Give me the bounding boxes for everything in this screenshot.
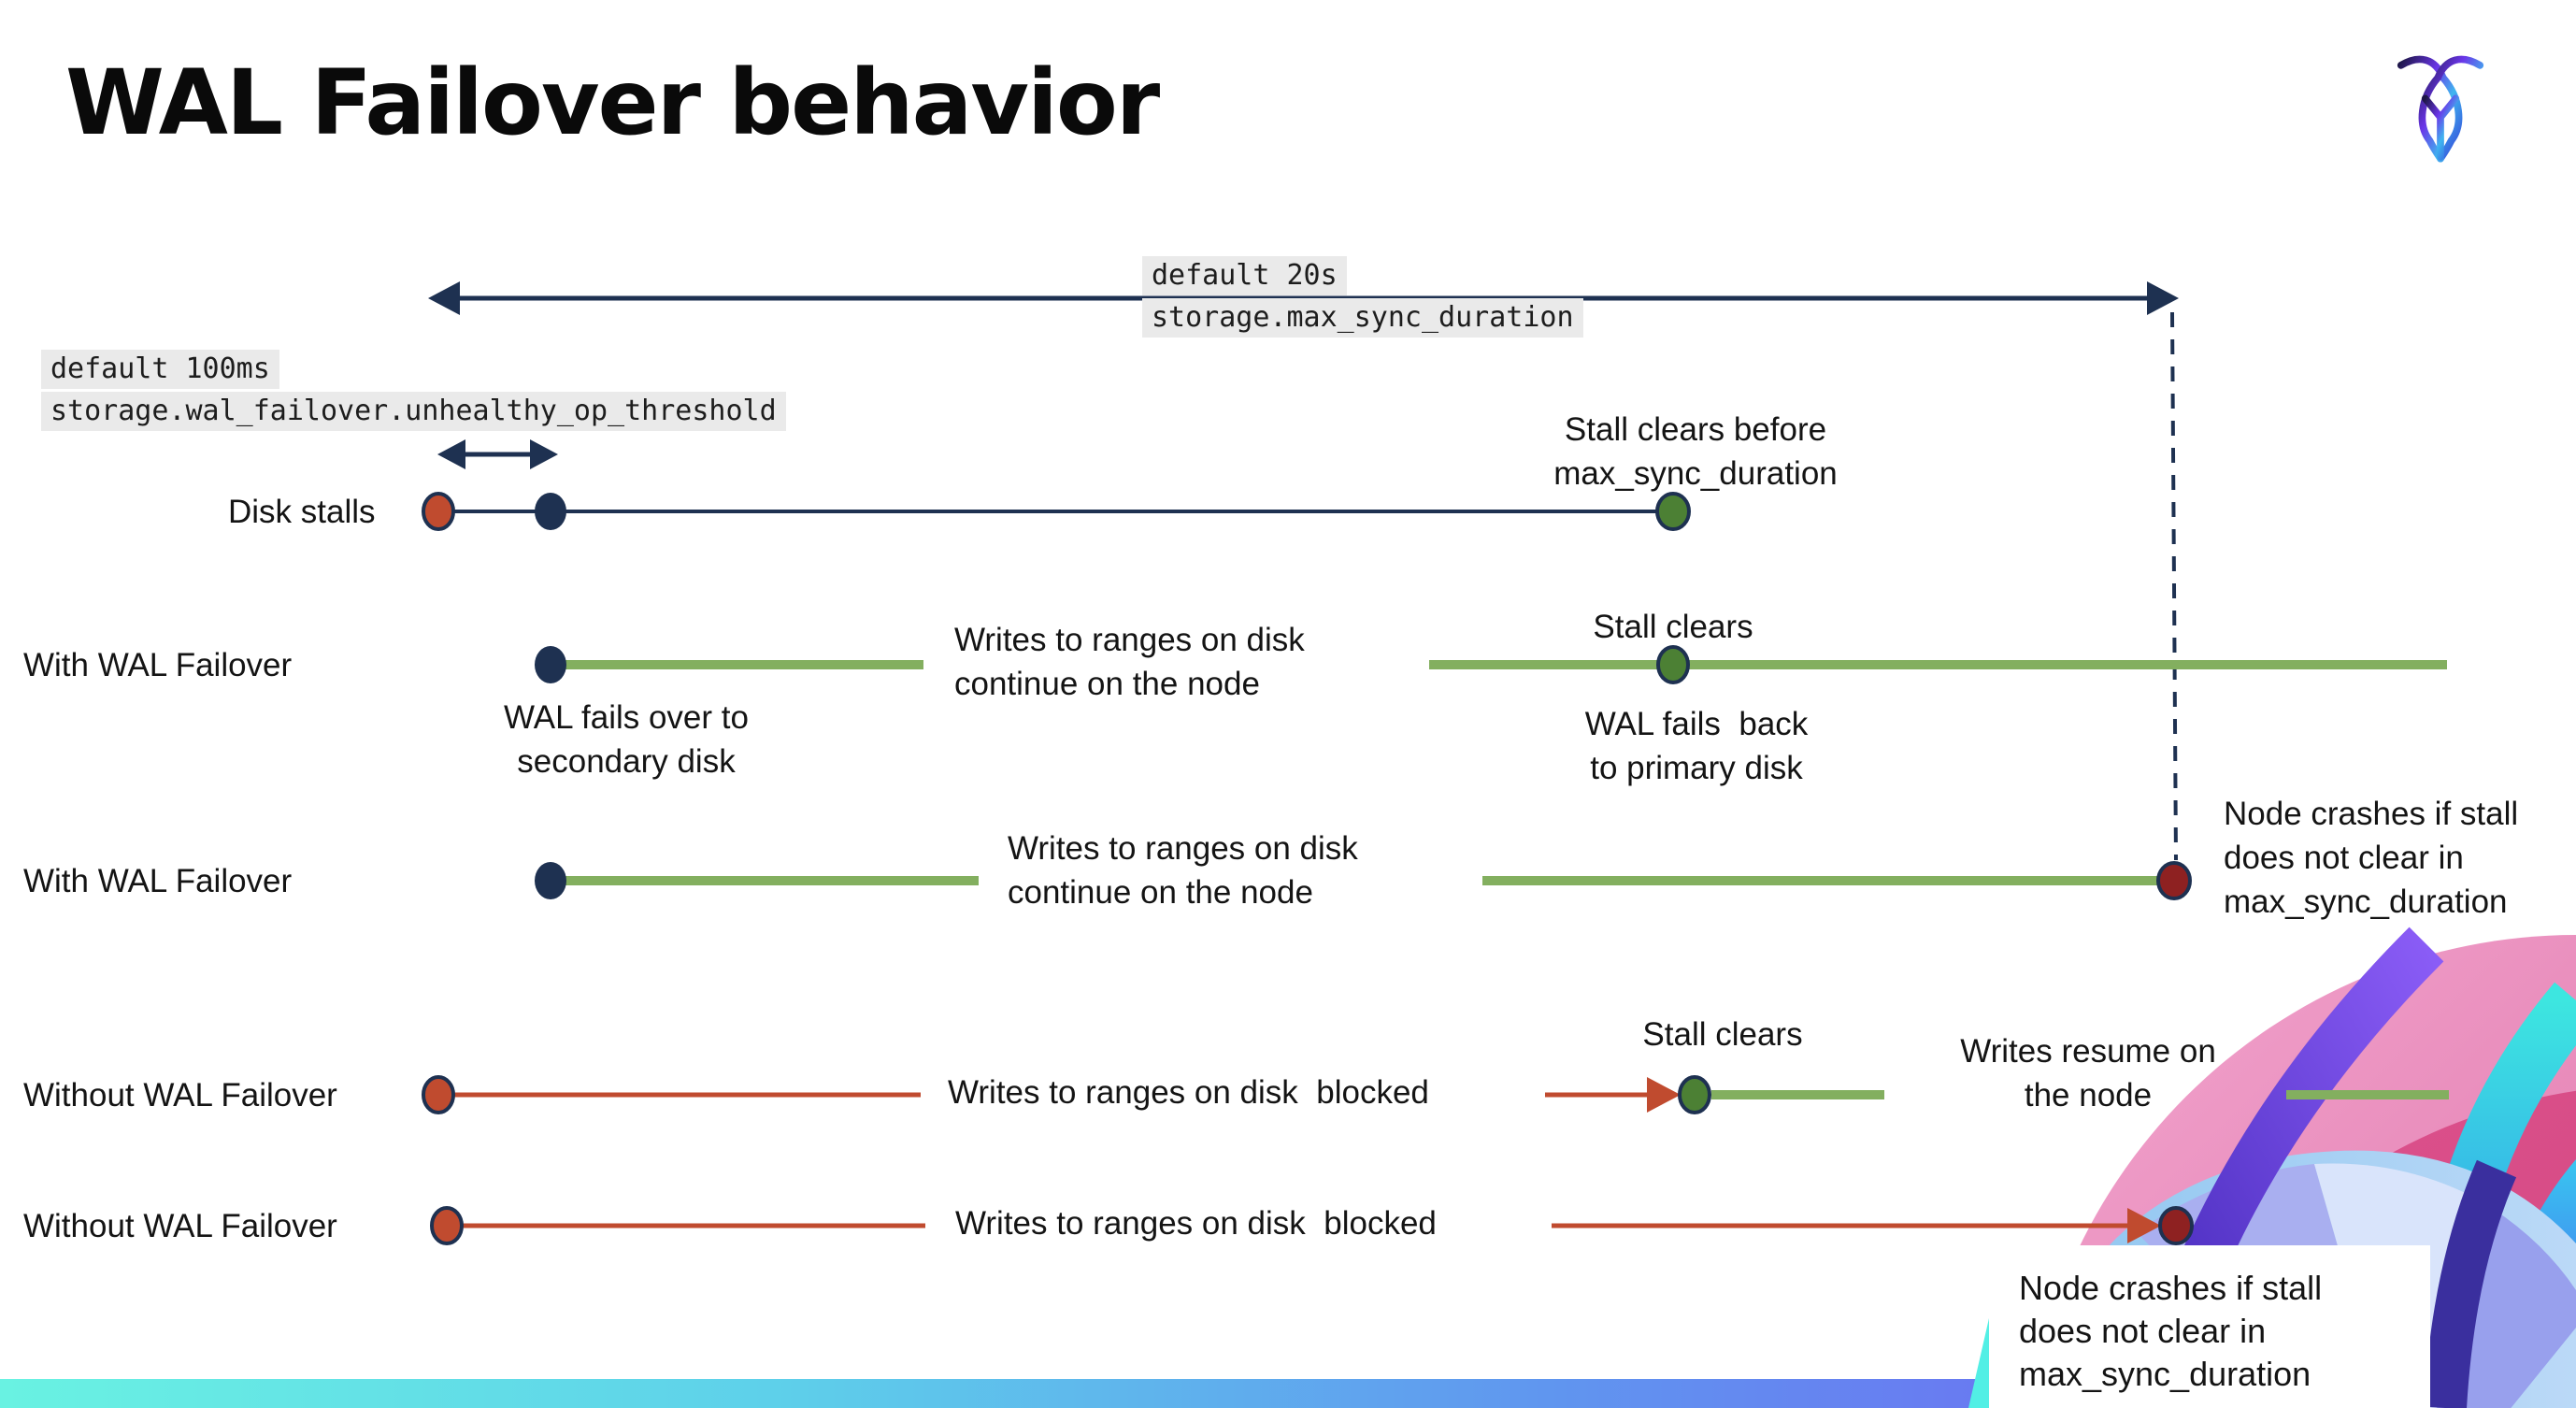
blocked-start-dot bbox=[430, 1206, 464, 1245]
stall-clears-dot bbox=[1678, 1075, 1711, 1114]
setting-default-value: default 100ms bbox=[41, 350, 279, 389]
row-label-with-wal-failover-1: With WAL Failover bbox=[23, 647, 293, 683]
page-title: WAL Failover behavior bbox=[65, 50, 1160, 155]
row-without-wal-failover-1 bbox=[422, 1075, 2449, 1114]
unhealthy-op-threshold-span-arrow bbox=[437, 439, 558, 469]
row-with-wal-failover-2 bbox=[535, 861, 2192, 900]
note-writes-continue-row3: Writes to ranges on disk continue on the… bbox=[1008, 830, 1358, 911]
row-label-disk-stalls: Disk stalls bbox=[228, 494, 376, 530]
failover-dot bbox=[535, 862, 566, 899]
node-crash-dot bbox=[2156, 861, 2192, 900]
threshold-dot bbox=[535, 493, 566, 530]
row-label-with-wal-failover-2: With WAL Failover bbox=[23, 863, 293, 899]
node-crash-dot bbox=[2158, 1206, 2194, 1245]
note-writes-blocked-row4: Writes to ranges on disk blocked bbox=[948, 1074, 1429, 1111]
note-wal-fails-back: WAL fails back to primary disk bbox=[1584, 706, 1809, 786]
note-stall-clears-row4: Stall clears bbox=[1642, 1016, 1803, 1053]
row-label-without-wal-failover-2: Without WAL Failover bbox=[23, 1208, 337, 1244]
setting-default-value: default 20s bbox=[1142, 256, 1347, 295]
artwork-indigo-band bbox=[2424, 1159, 2517, 1408]
blocked-start-dot bbox=[422, 1075, 455, 1114]
note-writes-resume: Writes resume on the node bbox=[1960, 1033, 2216, 1113]
row-without-wal-failover-2 bbox=[430, 1206, 2194, 1245]
setting-name: storage.wal_failover.unhealthy_op_thresh… bbox=[41, 392, 786, 431]
node-crashes-note-box: Node crashes if stall does not clear in … bbox=[1989, 1245, 2430, 1408]
note-node-crashes-row3: Node crashes if stall does not clear in … bbox=[2224, 796, 2519, 920]
unhealthy-op-threshold-setting-label: default 100ms storage.wal_failover.unhea… bbox=[41, 350, 786, 434]
row-disk-stalls bbox=[422, 492, 1691, 531]
note-stall-clears-row2: Stall clears bbox=[1593, 609, 1753, 645]
note-wal-fails-over: WAL fails over to secondary disk bbox=[504, 699, 749, 780]
note-writes-continue-row2: Writes to ranges on disk continue on the… bbox=[954, 622, 1305, 702]
note-writes-blocked-row5: Writes to ranges on disk blocked bbox=[955, 1205, 1437, 1242]
setting-name: storage.max_sync_duration bbox=[1142, 298, 1583, 338]
stall-start-dot bbox=[422, 492, 455, 531]
failover-dot bbox=[535, 646, 566, 683]
row-label-without-wal-failover-1: Without WAL Failover bbox=[23, 1077, 337, 1113]
max-sync-deadline-dashed-line bbox=[2170, 311, 2178, 861]
fail-back-dot bbox=[1656, 645, 1690, 684]
row-with-wal-failover-1 bbox=[535, 645, 2447, 684]
note-node-crashes-row5: Node crashes if stall does not clear in … bbox=[2019, 1269, 2323, 1393]
stall-clears-dot bbox=[1655, 492, 1691, 531]
cockroach-logo-icon bbox=[2397, 55, 2484, 163]
note-stall-clears-before: Stall clears before max_sync_duration bbox=[1553, 411, 1838, 492]
max-sync-duration-setting-label: default 20s storage.max_sync_duration bbox=[1142, 256, 1583, 340]
